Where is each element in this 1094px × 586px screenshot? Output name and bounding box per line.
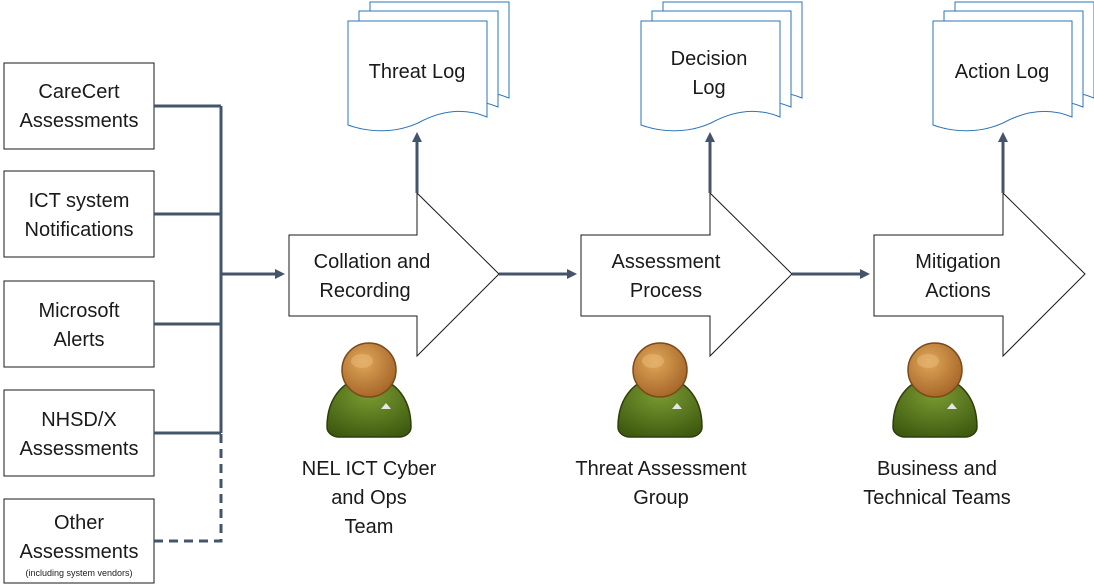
stage-label-line1: Assessment <box>612 251 721 273</box>
document-stack-icon <box>932 1 1094 132</box>
source-label-line2: Notifications <box>25 219 134 241</box>
stage-label-line1: Mitigation <box>915 251 1001 273</box>
stage-label-line2: Actions <box>925 280 991 302</box>
team-label-line1: NEL ICT Cyber <box>302 458 437 480</box>
source-label-line1: CareCert <box>38 81 120 103</box>
document-stack-icon <box>640 1 803 132</box>
source-label-line2: Assessments <box>20 110 139 132</box>
source-note: (including system vendors) <box>25 568 132 578</box>
source-label-line2: Assessments <box>20 541 139 563</box>
user-person-icon <box>326 342 412 438</box>
source-label-line2: Assessments <box>20 438 139 460</box>
user-person-icon <box>617 342 703 438</box>
document-stack-icon <box>347 1 510 132</box>
source-box-carecert: CareCert Assessments <box>3 62 155 150</box>
stage-connectors <box>412 132 1008 279</box>
log-label-line2: Log <box>692 77 725 99</box>
source-box-ict-notifications: ICT system Notifications <box>3 170 155 258</box>
team-label-line2: Group <box>633 487 689 509</box>
connector-other-dashed <box>154 433 223 543</box>
team-business-technical: Business and Technical Teams <box>863 342 1011 509</box>
source-box-nhsd-assessments: NHSD/X Assessments <box>3 389 155 477</box>
team-label-line1: Threat Assessment <box>575 458 747 480</box>
source-connectors <box>154 104 285 543</box>
threat-log-document-stack: Threat Log <box>347 1 510 132</box>
log-label-line1: Threat Log <box>369 61 466 83</box>
team-label-line1: Business and <box>877 458 997 480</box>
source-label-line1: Microsoft <box>38 300 120 322</box>
stage-label-line2: Recording <box>319 280 410 302</box>
team-nel-ict: NEL ICT Cyber and Ops Team <box>302 342 437 538</box>
team-label-line3: Team <box>345 516 394 538</box>
source-label-line1: NHSD/X <box>41 409 117 431</box>
team-label-line2: Technical Teams <box>863 487 1010 509</box>
stage-mitigation-actions: Mitigation Actions <box>873 191 1086 358</box>
source-box-other-assessments: Other Assessments (including system vend… <box>3 498 155 584</box>
stage-label-line1: Collation and <box>314 251 431 273</box>
decision-log-document-stack: Decision Log <box>640 1 803 132</box>
user-person-icon <box>892 342 978 438</box>
stage-collation-recording: Collation and Recording <box>288 191 500 358</box>
stage-label-line2: Process <box>630 280 702 302</box>
action-log-document-stack: Action Log <box>932 1 1094 132</box>
log-label-line1: Decision <box>671 48 748 70</box>
source-label-line1: Other <box>54 512 104 534</box>
source-label-line1: ICT system <box>29 190 130 212</box>
team-threat-assessment-group: Threat Assessment Group <box>575 342 747 509</box>
stage-assessment-process: Assessment Process <box>580 191 793 358</box>
source-box-microsoft-alerts: Microsoft Alerts <box>3 280 155 368</box>
team-label-line2: and Ops <box>331 487 407 509</box>
log-label-line1: Action Log <box>955 61 1050 83</box>
source-label-line2: Alerts <box>53 329 104 351</box>
